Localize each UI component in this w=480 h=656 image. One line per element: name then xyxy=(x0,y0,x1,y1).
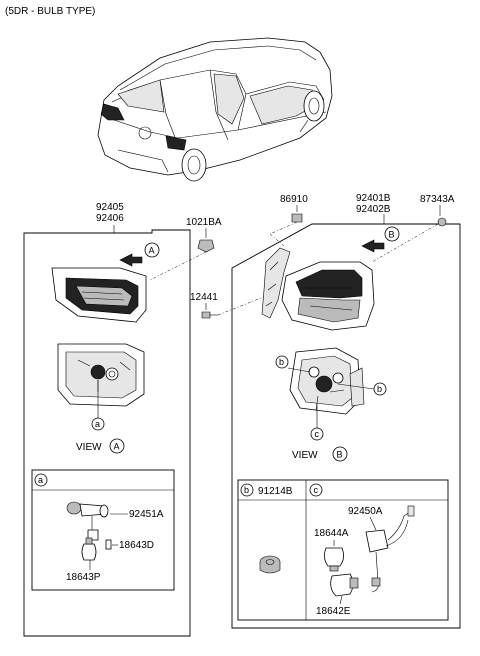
bulb-18643D xyxy=(105,539,112,550)
detail-b-letter: b xyxy=(244,485,249,495)
label-92405: 92405 xyxy=(96,202,124,213)
socket-92450A xyxy=(365,505,415,593)
detail-box-a xyxy=(31,469,175,591)
label-92450A: 92450A xyxy=(348,506,383,517)
label-91214B: 91214B xyxy=(258,486,293,497)
callout-circle-a-view xyxy=(91,417,105,431)
view-a-word: VIEW xyxy=(76,442,102,453)
inner-tail-lamp xyxy=(51,267,147,323)
detail-a-circle xyxy=(34,473,48,487)
left-assembly-frame xyxy=(23,229,191,637)
callout-circle-A xyxy=(144,242,160,258)
outer-lamp-back-view xyxy=(289,347,365,415)
label-92401B: 92401B xyxy=(356,193,391,204)
inner-lamp-back-view xyxy=(57,343,145,407)
label-18642E: 18642E xyxy=(316,606,351,617)
callout-b-left: b xyxy=(279,357,284,367)
view-a-arrow xyxy=(119,253,143,267)
bulb-18644A xyxy=(324,547,344,572)
nut-1021BA xyxy=(197,239,215,253)
lamp-bracket xyxy=(261,247,291,319)
callout-circle-b-right xyxy=(373,382,387,396)
detail-a-letter: a xyxy=(38,475,43,485)
label-18643D: 18643D xyxy=(119,540,154,551)
callout-circle-B xyxy=(384,226,400,242)
callout-B: B xyxy=(389,230,395,240)
callout-A: A xyxy=(149,246,155,256)
callout-b-right: b xyxy=(377,384,382,394)
detail-box-bc xyxy=(237,479,449,621)
detail-c-letter: c xyxy=(314,485,319,495)
callout-circle-b-left xyxy=(275,355,289,369)
car-illustration xyxy=(97,37,333,182)
view-b-letter: B xyxy=(337,450,343,460)
view-a-circle xyxy=(109,438,125,454)
label-18643P: 18643P xyxy=(66,572,101,583)
bulb-18642E xyxy=(330,573,359,597)
screw-12441 xyxy=(201,311,218,319)
label-1021BA: 1021BA xyxy=(186,217,222,228)
label-92451A: 92451A xyxy=(129,509,164,520)
label-87343A: 87343A xyxy=(420,194,455,205)
detail-b-circle xyxy=(240,483,254,497)
label-92402B: 92402B xyxy=(356,204,391,215)
grommet-91214B xyxy=(259,555,281,574)
callout-c: c xyxy=(315,429,320,439)
clip-87343A xyxy=(437,217,447,227)
bulb-18643P xyxy=(81,537,97,561)
label-92406: 92406 xyxy=(96,213,124,224)
bolt-86910 xyxy=(291,213,303,223)
label-12441: 12441 xyxy=(190,292,218,303)
view-a-letter: A xyxy=(114,442,120,452)
callout-circle-c xyxy=(310,427,324,441)
label-86910: 86910 xyxy=(280,194,308,205)
socket-92451A xyxy=(66,501,109,541)
view-b-circle xyxy=(332,446,348,462)
label-18644A: 18644A xyxy=(314,528,349,539)
callout-a-view: a xyxy=(95,419,100,429)
view-b-arrow xyxy=(361,239,385,253)
diagram-header: (5DR - BULB TYPE) xyxy=(5,6,95,17)
view-b-word: VIEW xyxy=(292,450,318,461)
outer-tail-lamp xyxy=(281,261,375,331)
right-assembly-frame xyxy=(231,223,461,629)
detail-c-circle xyxy=(309,483,323,497)
